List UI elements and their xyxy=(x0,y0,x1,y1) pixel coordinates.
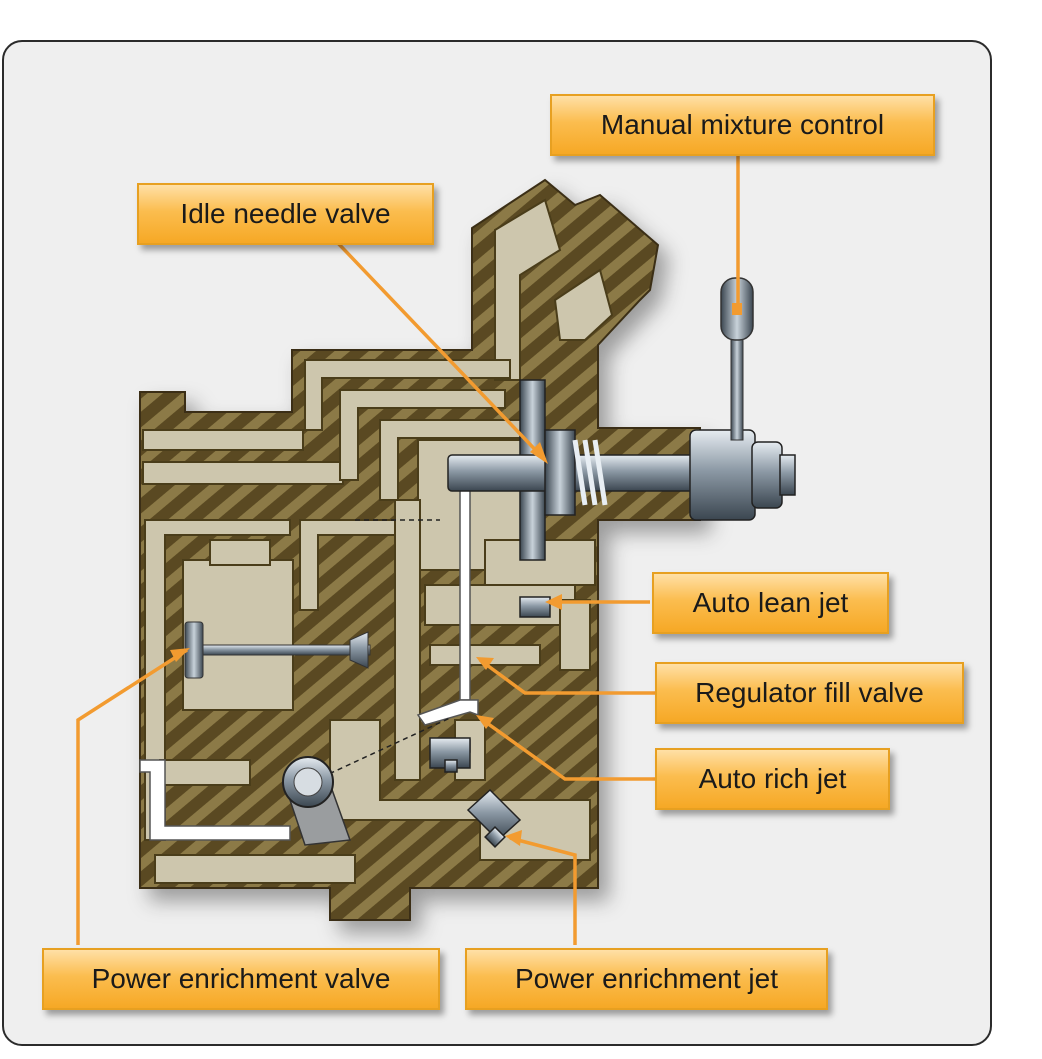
label-auto-rich-jet: Auto rich jet xyxy=(655,748,890,810)
leader-power-enrichment-valve xyxy=(76,648,188,945)
mixture-control-assembly xyxy=(447,277,796,561)
leader-idle-needle-valve xyxy=(333,238,547,462)
leader-arrowheads xyxy=(170,442,562,846)
power-enrichment-valve-part xyxy=(184,621,371,679)
leader-lines xyxy=(76,155,740,945)
label-manual-mixture-control: Manual mixture control xyxy=(550,94,935,156)
leader-regulator-fill-valve xyxy=(478,658,655,695)
label-idle-needle-valve: Idle needle valve xyxy=(137,183,434,245)
label-regulator-fill-valve: Regulator fill valve xyxy=(655,662,964,724)
leader-auto-rich-jet xyxy=(478,716,655,781)
label-auto-lean-jet: Auto lean jet xyxy=(652,572,889,634)
jet-parts xyxy=(429,596,551,848)
label-power-enrichment-jet: Power enrichment jet xyxy=(465,948,828,1010)
leader-power-enrichment-jet xyxy=(509,836,577,945)
label-power-enrichment-valve: Power enrichment valve xyxy=(42,948,440,1010)
power-lever xyxy=(282,756,352,846)
